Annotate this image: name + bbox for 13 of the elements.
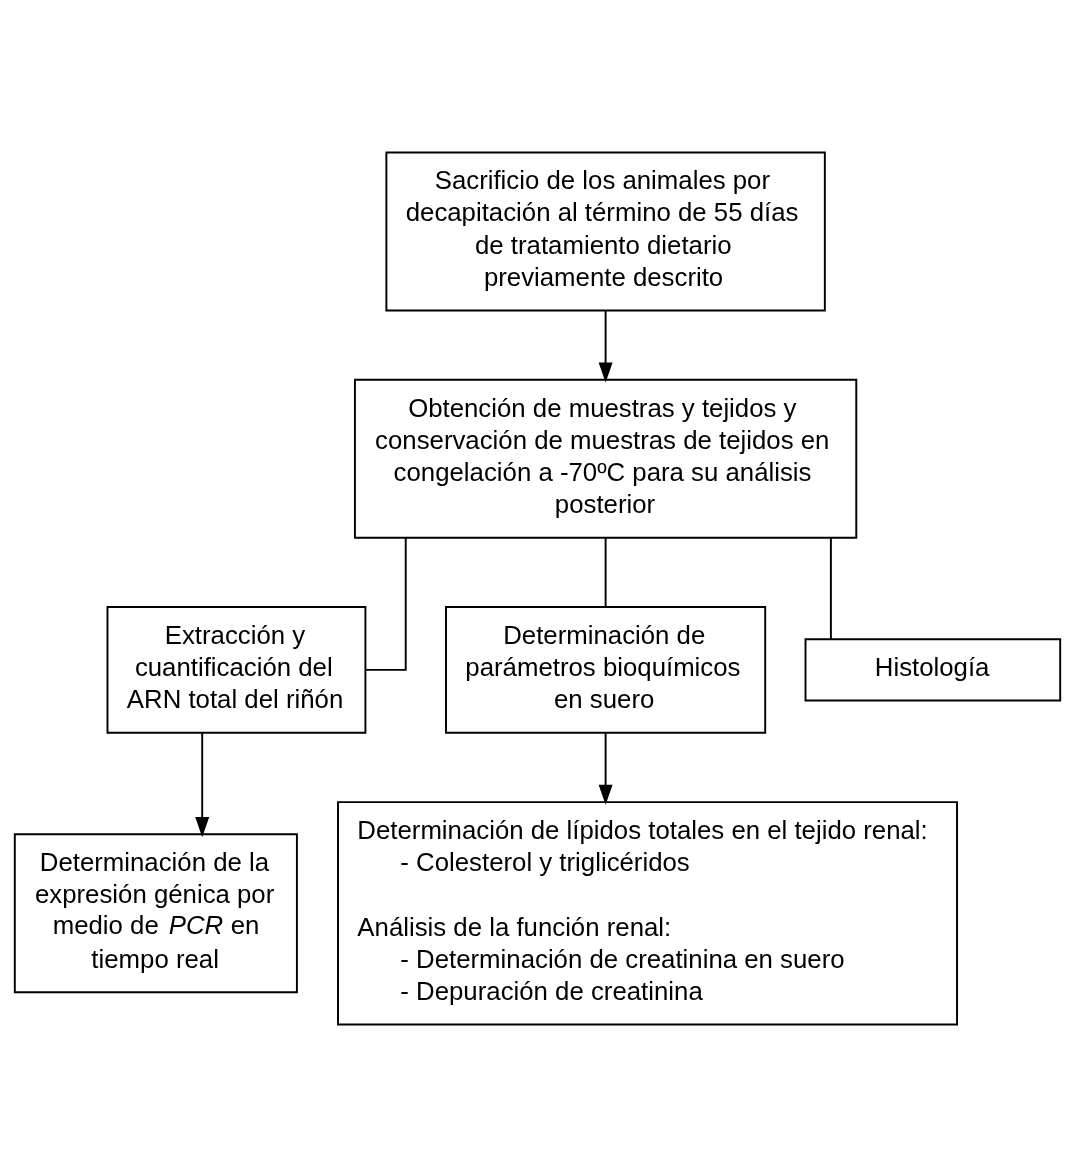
arrow [195, 731, 210, 837]
node-box: Sacrificio de los animales por decapitación al término de 55 días de tratamiento dietario previamente descrito [385, 151, 826, 311]
node-box: Obtención de muestras y tejidos y conservación de muestras de tejidos en congelación a -70ºC para su análisis posterior [353, 378, 858, 539]
node-box: Determinación de la expresión génica por medio de PCR en tiempo real [13, 832, 298, 993]
node-box: Determinación de lípidos totales en el tejido renal: - Colesterol y triglicéridos Análisis de la función renal: - Determinación de creatinina en suero - Depuración de creatinina [337, 800, 958, 1025]
arrow [598, 731, 613, 805]
connector [364, 536, 407, 671]
connector [604, 536, 607, 608]
node-box: Histología [804, 637, 1062, 701]
arrow [598, 309, 613, 383]
node-box: Determinación de parámetros bioquímicos en suero [445, 605, 767, 734]
node-box: Extracción y cuantificación del ARN total del riñón [106, 605, 367, 734]
connector [829, 536, 832, 640]
